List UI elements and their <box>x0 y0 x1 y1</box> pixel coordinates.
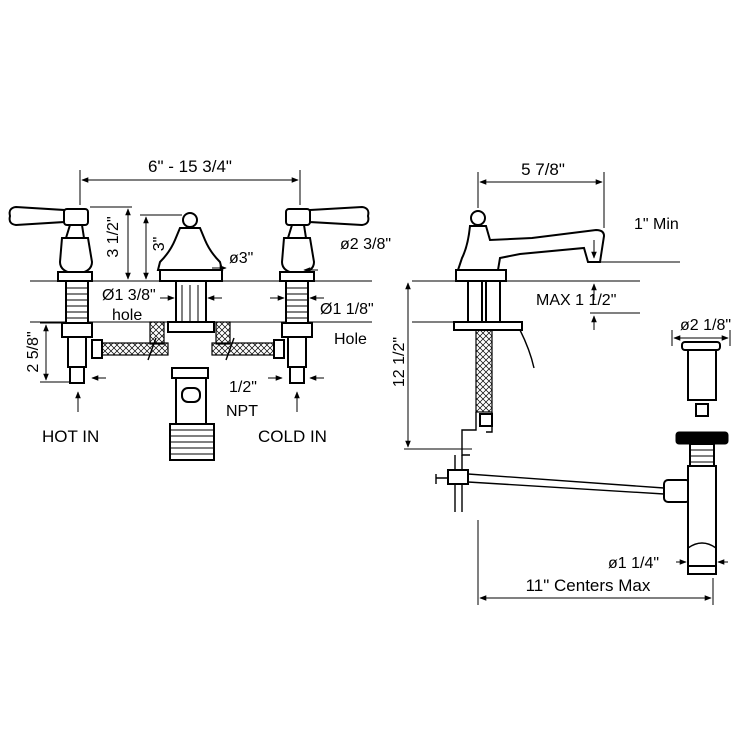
tailpiece-dia-label: ø1 1/4" <box>608 555 659 572</box>
dim-spout-height: 3" <box>140 214 182 280</box>
left-handle <box>8 205 94 282</box>
dim-drain-flange: ø2 1/8" <box>671 317 731 346</box>
inlet-labels: HOT IN COLD IN <box>42 391 327 446</box>
dim-total-height: 12 1/2" <box>391 282 472 450</box>
deck-max-label: MAX 1 1/2" <box>536 292 616 309</box>
spout-reach-label: 5 7/8" <box>521 160 565 179</box>
dim-escutcheon: ø3" ø2 3/8" <box>212 236 391 273</box>
hot-in-label: HOT IN <box>42 427 99 446</box>
dim-center-hole: Ø1 3/8" hole <box>102 287 222 324</box>
clearance-min-label: 1" Min <box>634 216 679 233</box>
braided-hoses <box>91 321 285 361</box>
side-shank <box>453 280 535 456</box>
centers-max-label: 11" Centers Max <box>526 576 651 595</box>
left-shank <box>61 280 93 384</box>
dim-width-range: 6" - 15 3/4" <box>79 157 301 205</box>
side-view: 5 7/8" 1" Min MAX 1 1/2" 12 1/2" ø2 1/8" <box>391 160 731 605</box>
side-hole-word-label: Hole <box>334 331 367 348</box>
cold-in-label: COLD IN <box>258 427 327 446</box>
handle-escutcheon-dia-label: ø2 3/8" <box>340 236 391 253</box>
dim-centers-max: 11" Centers Max <box>477 520 714 605</box>
dim-side-hole: Ø1 1/8" Hole <box>270 295 374 348</box>
dim-handle-height: 3 1/2" <box>90 206 132 280</box>
npt-size-label: 1/2" <box>229 379 257 396</box>
spout-height-label: 3" <box>151 237 168 252</box>
center-hole-dia-label: Ø1 3/8" <box>102 287 156 304</box>
dim-spout-reach: 5 7/8" <box>477 160 605 228</box>
npt-word-label: NPT <box>226 403 258 420</box>
dim-tailpiece: ø1 1/4" <box>608 555 728 572</box>
shank-length-label: 2 5/8" <box>25 331 42 372</box>
center-hole-word-label: hole <box>112 307 142 324</box>
right-handle <box>279 205 370 282</box>
dim-shank-length: 2 5/8" <box>25 322 70 383</box>
front-drain <box>169 367 215 461</box>
escutcheon-dia-label: ø3" <box>229 250 253 267</box>
front-view: 6" - 15 3/4" 3 1/2" 3" ø3" ø2 3/8" Ø1 3/… <box>8 157 391 461</box>
center-shank <box>167 280 215 333</box>
side-hole-dia-label: Ø1 1/8" <box>320 301 374 318</box>
handle-height-label: 3 1/2" <box>105 216 122 257</box>
dim-npt: 1/2" NPT <box>91 375 324 420</box>
side-spout <box>455 210 606 282</box>
width-range-label: 6" - 15 3/4" <box>148 157 232 176</box>
drain-flange-dia-label: ø2 1/8" <box>680 317 731 334</box>
dim-deck-max: MAX 1 1/2" <box>536 292 640 330</box>
right-shank <box>281 280 313 384</box>
dim-clearance: 1" Min <box>591 216 680 300</box>
side-drain <box>663 341 729 575</box>
total-height-label: 12 1/2" <box>391 337 408 387</box>
popup-rod <box>435 455 665 512</box>
